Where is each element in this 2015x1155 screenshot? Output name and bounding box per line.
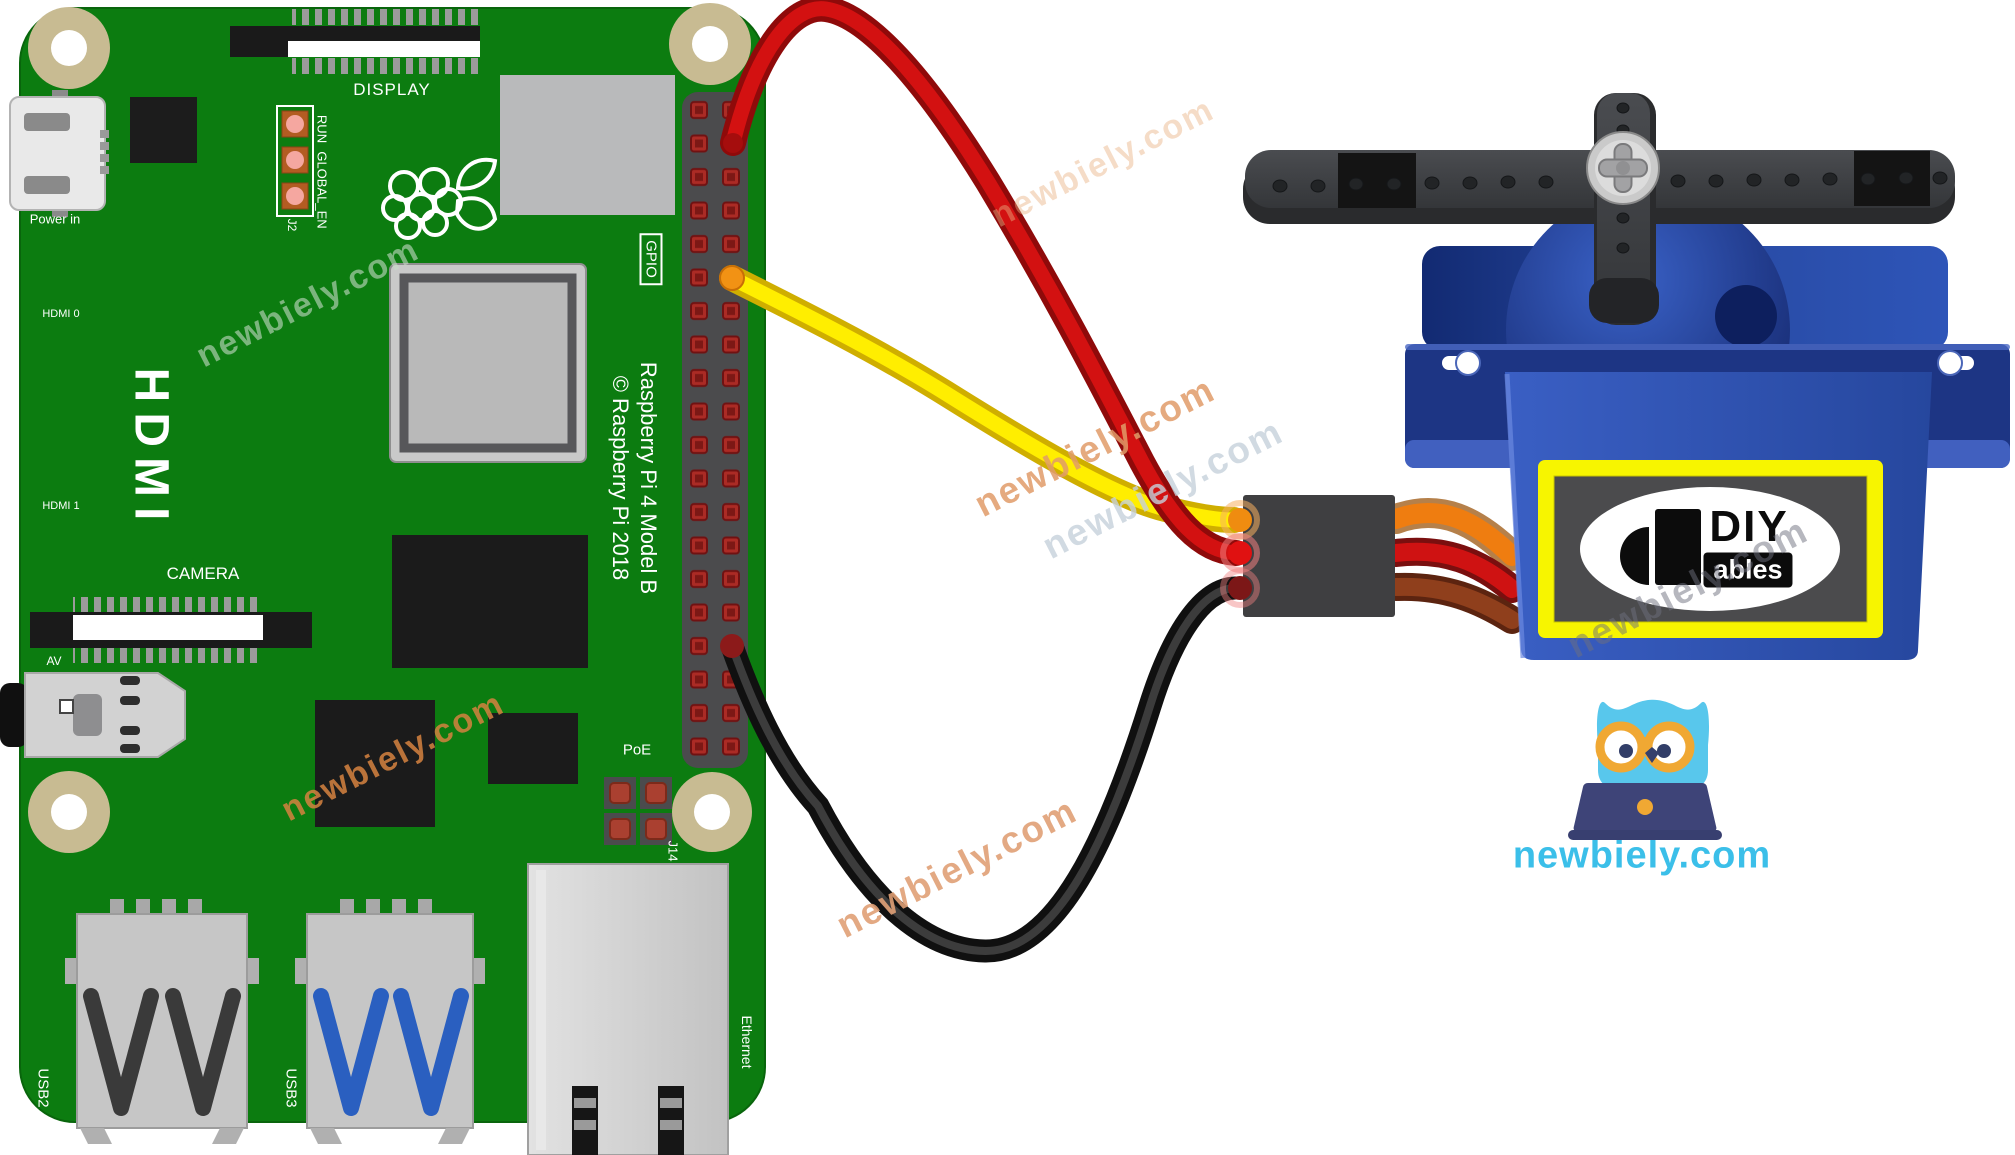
- wifi-module-chip: [500, 75, 675, 215]
- usb2-label: USB2: [34, 1068, 52, 1108]
- hdmi0-label: HDMI 0: [42, 308, 80, 320]
- chip-small-bottom: [488, 713, 578, 784]
- soc-chip: [389, 263, 587, 463]
- owl-mascot-icon: [1568, 699, 1722, 840]
- newbiely-site-text: newbiely.com: [1512, 834, 1772, 877]
- raspberry-pi-board: [0, 3, 766, 1155]
- j14-label: J14: [665, 840, 681, 862]
- jumper-wires: [719, 0, 1249, 963]
- raspberry-pi-logo-icon: [381, 157, 498, 240]
- gpio-label: GPIO: [639, 233, 663, 285]
- global-en-label: GLOBAL_EN: [314, 151, 330, 229]
- servo-horn-screw-icon: [1586, 131, 1660, 205]
- black-wire-pin-tip: [720, 634, 744, 658]
- servo-screw-slot-left: [1442, 350, 1481, 376]
- display-connector: [230, 9, 480, 74]
- gpio-header: [682, 92, 748, 768]
- av-jack: [0, 672, 186, 758]
- poe-label: PoE: [622, 741, 652, 759]
- camera-connector: [30, 597, 312, 663]
- connector-red-contact: [1228, 541, 1252, 565]
- hdmi1-label: HDMI 1: [42, 500, 80, 512]
- black-ground-wire: [720, 576, 1247, 963]
- usb3-label: USB3: [282, 1068, 300, 1108]
- servo-horn-holes: [1272, 102, 1948, 254]
- servo-gear-bump: [1715, 285, 1777, 347]
- ram-chip: [392, 535, 588, 668]
- servo-label: [1538, 460, 1883, 638]
- usb2-port: [65, 899, 259, 1144]
- yellow-wire-pin-tip: [719, 265, 745, 291]
- chip-small-top: [130, 97, 197, 163]
- run-label: RUN: [314, 114, 330, 144]
- model-line: Raspberry Pi 4 Model B: [636, 361, 661, 595]
- servo-horn: [1243, 93, 1955, 325]
- ethernet-port: [527, 863, 729, 1155]
- servo-motor: [1405, 188, 2010, 660]
- servo-screw-slot-right: [1937, 350, 1974, 376]
- red-wire-pin-tip: [723, 133, 743, 153]
- mounting-holes: [28, 3, 752, 853]
- poe-header: [604, 777, 672, 845]
- servo-connector-housing: [1220, 495, 1527, 634]
- hdmi-big-label: HDMI: [124, 367, 178, 531]
- power-in-label: Power in: [29, 211, 81, 227]
- power-in-port: [9, 90, 109, 217]
- laptop-icon: [1568, 783, 1722, 840]
- diyables-logo-icon: [1620, 509, 1701, 585]
- diyables-subtitle: ables: [1703, 552, 1793, 588]
- usb3-port: [295, 899, 485, 1144]
- display-label: DISPLAY: [353, 80, 431, 99]
- diyables-title: DIY: [1709, 502, 1789, 551]
- j2-header: [276, 105, 314, 217]
- copyright-line: © Raspberry Pi 2018: [608, 375, 633, 581]
- connector-black-contact: [1228, 576, 1252, 600]
- camera-label: CAMERA: [166, 564, 240, 583]
- red-power-wire: [720, 0, 1249, 566]
- usb-controller-chip: [315, 700, 435, 827]
- ethernet-label: Ethernet: [739, 1015, 755, 1069]
- board-model-text: Raspberry Pi 4 Model B © Raspberry Pi 20…: [606, 318, 662, 638]
- connector-yellow-contact: [1228, 508, 1252, 532]
- j2-label: J2: [285, 218, 299, 232]
- av-label: AV: [46, 654, 62, 668]
